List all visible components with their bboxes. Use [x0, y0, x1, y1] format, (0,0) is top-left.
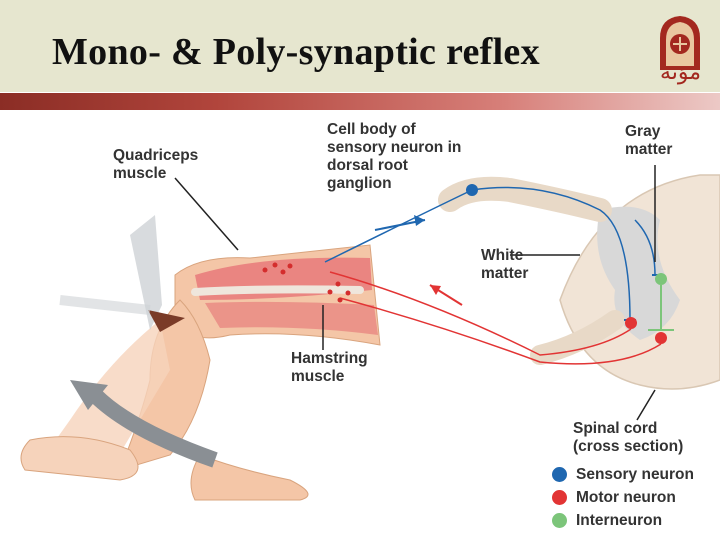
motor-neuron-legend-dot	[552, 490, 567, 505]
university-logo	[660, 16, 700, 70]
logo-lettering: مؤتة	[660, 60, 702, 85]
cell-body-label: Cell body of sensory neuron in dorsal ro…	[327, 121, 462, 192]
white-matter-label: White matter	[481, 247, 529, 282]
slide-title: Mono- & Poly-synaptic reflex	[52, 31, 540, 73]
legend-item-interneuron: Interneuron	[576, 512, 663, 529]
title-divider	[0, 93, 720, 110]
legend-item-motor: Motor neuron	[576, 489, 676, 506]
title-bar	[0, 0, 720, 92]
quadriceps-label: Quadriceps muscle	[113, 147, 199, 182]
sensory-neuron-legend-dot	[552, 467, 567, 482]
hamstring-label: Hamstring muscle	[291, 350, 368, 385]
interneuron-legend-dot	[552, 513, 567, 528]
reflex-illustration	[20, 165, 720, 501]
spinal-cord-label: Spinal cord (cross section)	[573, 420, 684, 455]
legend-item-sensory: Sensory neuron	[576, 466, 694, 483]
gray-matter-label: Gray matter	[625, 123, 673, 158]
